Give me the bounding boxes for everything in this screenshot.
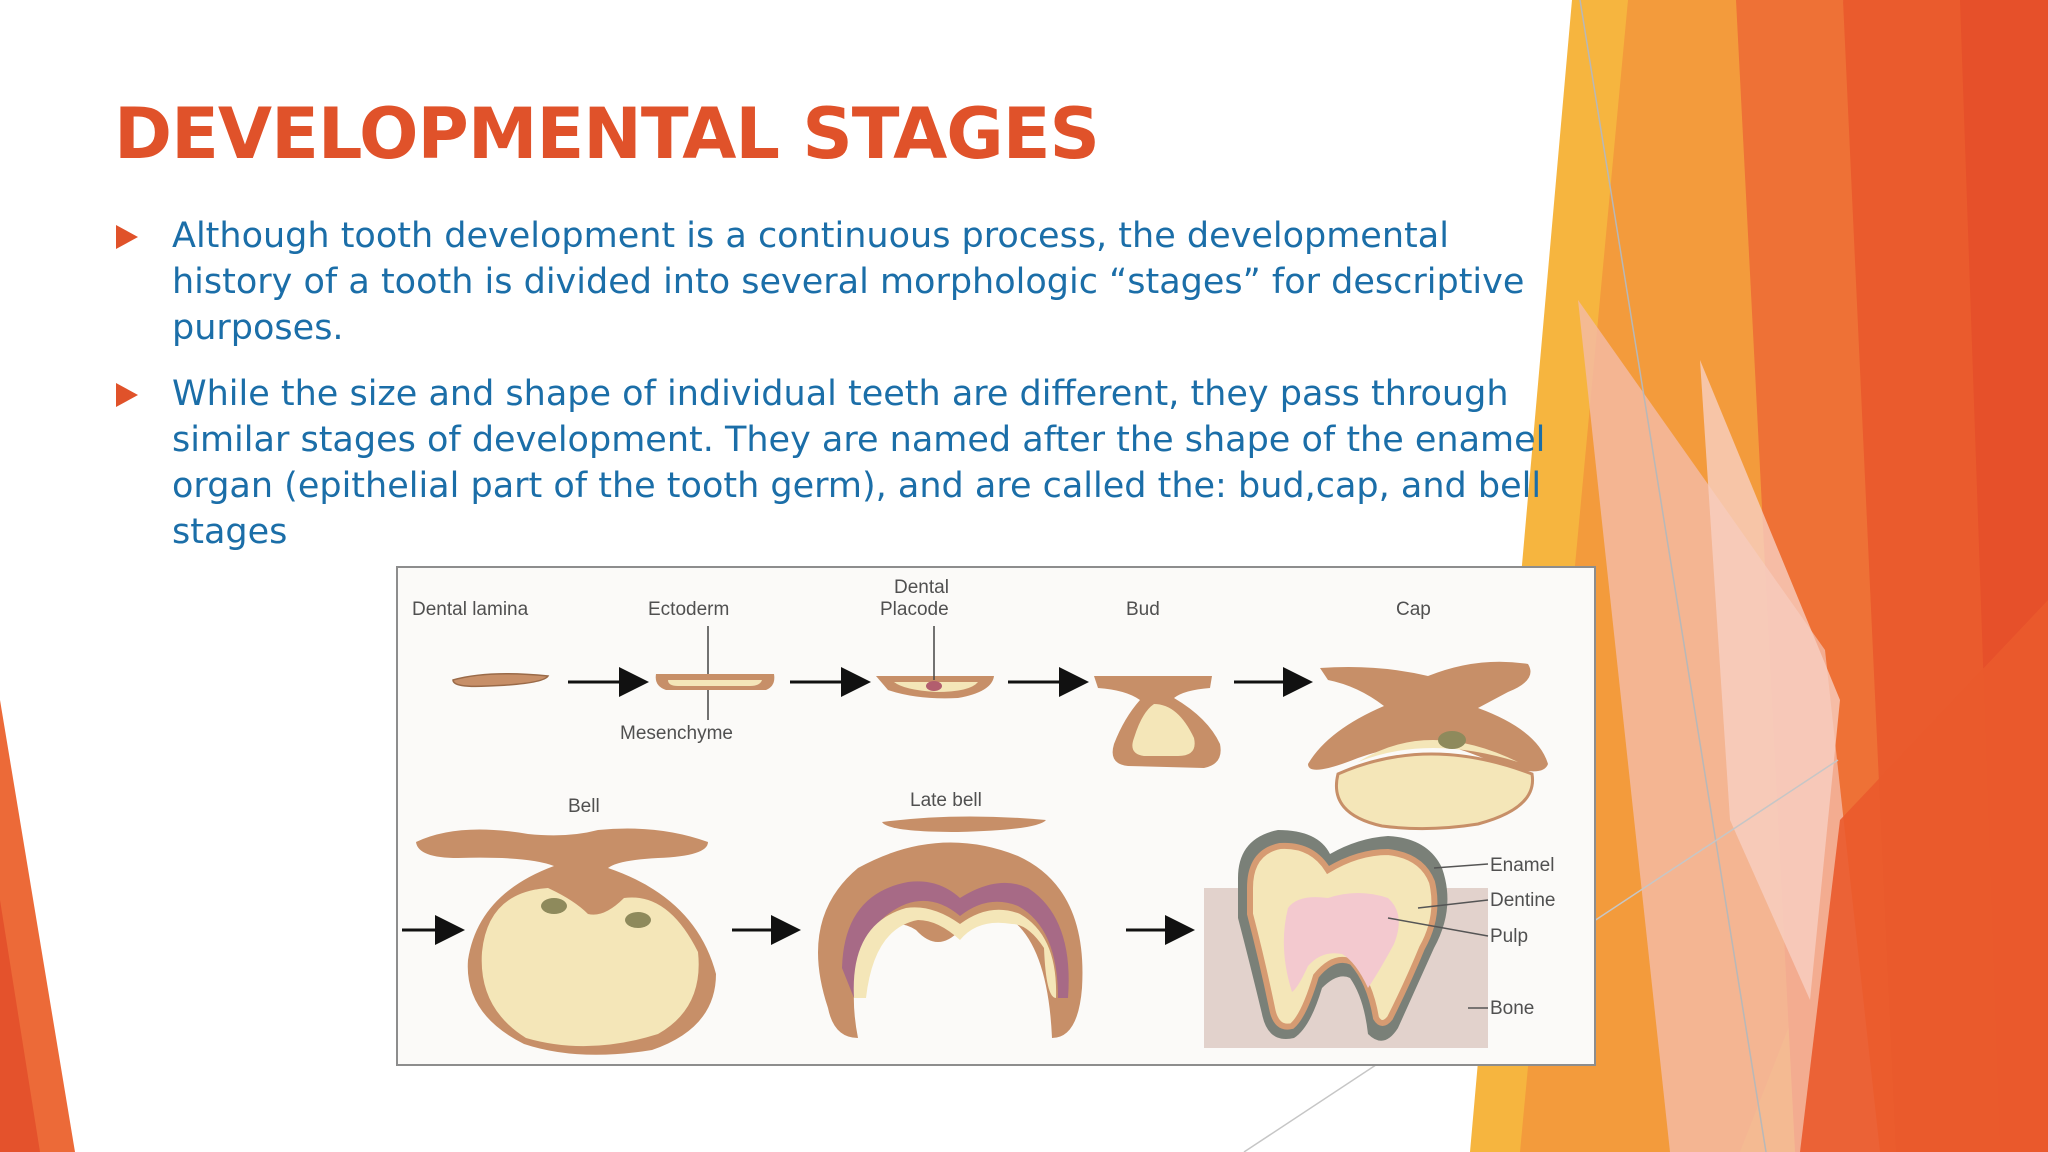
label-bud: Bud [1126,599,1160,620]
label-bell: Bell [568,796,600,817]
bullet-text: Although tooth development is a continuo… [172,216,1525,348]
label-dental: Dental [894,577,949,598]
label-late-bell: Late bell [910,790,982,811]
label-pulp: Pulp [1490,926,1528,947]
slide-title: DEVELOPMENTAL STAGES [114,93,1100,175]
tooth-development-figure: Dental lamina Ectoderm Dental Placode Bu… [396,566,1596,1066]
label-dentine: Dentine [1490,890,1556,911]
label-mesenchyme: Mesenchyme [620,723,733,744]
label-placode: Placode [880,599,949,620]
bullet-arrow-icon [116,225,138,249]
bullet-item: Although tooth development is a continuo… [116,213,1556,351]
bullet-arrow-icon [116,383,138,407]
label-bone: Bone [1490,998,1534,1019]
bullet-text: While the size and shape of individual t… [172,374,1546,552]
label-ectoderm: Ectoderm [648,599,729,620]
late-bell-lamina-shape [882,816,1046,832]
label-cap: Cap [1396,599,1431,620]
label-dental-lamina: Dental lamina [412,599,529,620]
dental-lamina-shape [452,673,550,688]
label-enamel: Enamel [1490,855,1554,876]
bullet-item: While the size and shape of individual t… [116,371,1556,555]
cap-shape [1308,661,1548,772]
